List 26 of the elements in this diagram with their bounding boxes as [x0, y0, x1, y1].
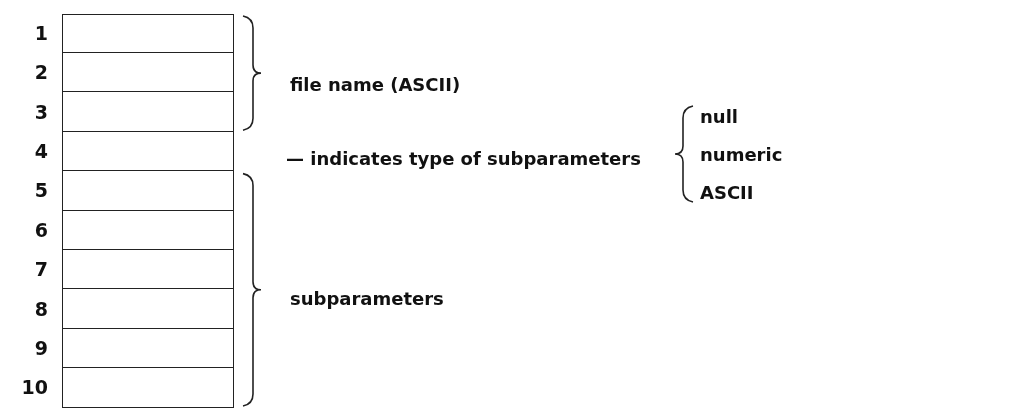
register-cell [62, 288, 234, 330]
register-cell [62, 130, 234, 172]
row-number: 10 [21, 378, 48, 398]
register-cell [62, 51, 234, 93]
annotation-text: null [700, 108, 738, 126]
annotation-text: subparameters [290, 290, 444, 308]
row-number: 3 [34, 102, 48, 122]
annotation-text: — indicates type of subparameters [286, 150, 641, 168]
register-cell [62, 367, 234, 408]
annotation-text: file name (ASCII) [290, 76, 461, 94]
row-number: 5 [34, 181, 48, 201]
register-cell [62, 14, 234, 54]
row-number: 9 [34, 338, 48, 358]
annotation-text: ASCII [700, 184, 754, 202]
row-number: 1 [34, 23, 48, 43]
register-cell [62, 327, 234, 369]
register-cell [62, 248, 234, 290]
register-cell [62, 170, 234, 211]
row-number: 6 [34, 220, 48, 240]
register-cell [62, 91, 234, 133]
row-number: 8 [34, 299, 48, 319]
annotation-text: numeric [700, 146, 783, 164]
register-cell [62, 209, 234, 251]
row-number: 2 [34, 63, 48, 83]
row-number: 4 [34, 141, 48, 161]
row-number: 7 [34, 260, 48, 280]
